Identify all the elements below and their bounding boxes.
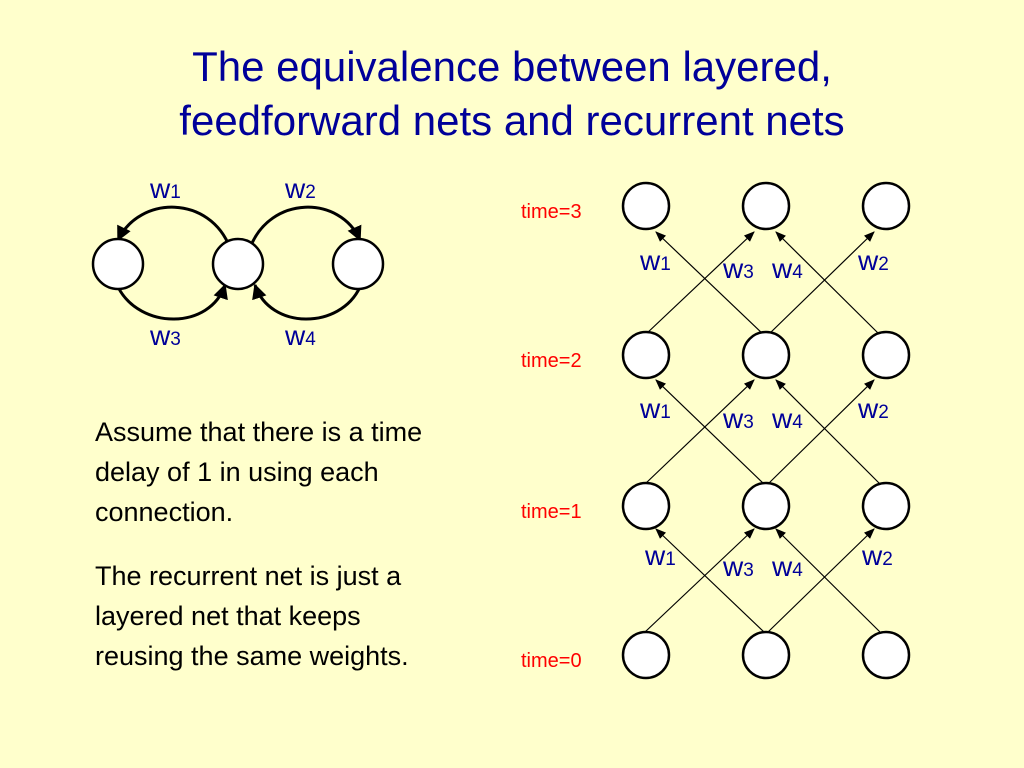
weight-label-w4-row3: w4 <box>771 253 803 284</box>
time-label-0: time=0 <box>521 650 582 672</box>
weight-label-w1-row3: w1 <box>639 245 671 276</box>
layer-node-t0-right <box>861 630 911 680</box>
slide-title: The equivalence between layered, feedfor… <box>0 40 1024 148</box>
weight-label-w1-row2: w1 <box>639 393 671 424</box>
recurrent-label-w1: w1 <box>149 173 181 204</box>
weight-label-w4-row2: w4 <box>771 403 803 434</box>
edge-w1-t2 <box>644 231 755 336</box>
recurrent-node-left <box>91 237 145 291</box>
layer-node-t3-center <box>741 181 791 231</box>
recurrent-node-right <box>331 237 385 291</box>
title-line-2: feedforward nets and recurrent nets <box>179 97 845 144</box>
layer-node-t2-center <box>741 330 791 380</box>
edge-w2-t1 <box>767 379 875 485</box>
edge-w4-t0 <box>775 528 881 633</box>
paragraph-time-delay: Assume that there is a time delay of 1 i… <box>95 417 423 527</box>
edge-w1-t1 <box>644 379 755 485</box>
recurrent-net: w1 w2 w3 w4 <box>91 173 385 351</box>
weight-label-w2-row2: w2 <box>857 393 889 424</box>
layer-node-t3-right <box>861 181 911 231</box>
layer-node-t1-left <box>621 481 671 531</box>
edge-w1-t0 <box>644 528 755 633</box>
arc-w3 <box>116 283 228 321</box>
recurrent-label-w4: w4 <box>284 320 316 351</box>
weight-label-w1-row1: w1 <box>644 540 676 571</box>
edge-w4-t1 <box>775 379 881 485</box>
paragraph-reusing-weights: The recurrent net is just a layered net … <box>95 561 409 671</box>
edge-w2-t0 <box>767 528 875 633</box>
arc-w2 <box>248 205 362 249</box>
arc-w4 <box>252 283 362 321</box>
layer-node-t0-center <box>741 630 791 680</box>
layered-net: time=3 time=2 time=1 time=0 w1 w3 w4 w2 … <box>521 181 911 680</box>
recurrent-label-w3: w3 <box>149 320 181 351</box>
weight-label-w4-row1: w4 <box>771 551 803 582</box>
layer-node-t0-left <box>621 630 671 680</box>
layer-node-t3-left <box>621 181 671 231</box>
arc-w1 <box>116 205 232 249</box>
weight-label-w3-row3: w3 <box>722 253 754 284</box>
edge-w3-t1 <box>655 379 765 485</box>
weight-label-w3-row2: w3 <box>722 403 754 434</box>
edge-w3-t0 <box>655 528 765 633</box>
edge-w3-t2 <box>655 231 765 336</box>
edge-w2-t2 <box>767 231 875 336</box>
weight-label-w3-row1: w3 <box>722 551 754 582</box>
weight-label-w2-row3: w2 <box>857 245 889 276</box>
edge-w4-t2 <box>775 231 881 336</box>
layer-node-t2-left <box>621 330 671 380</box>
time-label-3: time=3 <box>521 201 582 223</box>
title-line-1: The equivalence between layered, <box>192 43 832 90</box>
recurrent-node-center <box>211 237 265 291</box>
weight-label-w2-row1: w2 <box>861 540 893 571</box>
layer-node-t2-right <box>861 330 911 380</box>
layer-node-t1-center <box>741 481 791 531</box>
layer-node-t1-right <box>861 481 911 531</box>
recurrent-label-w2: w2 <box>284 173 316 204</box>
time-label-2: time=2 <box>521 350 582 372</box>
time-label-1: time=1 <box>521 501 582 523</box>
